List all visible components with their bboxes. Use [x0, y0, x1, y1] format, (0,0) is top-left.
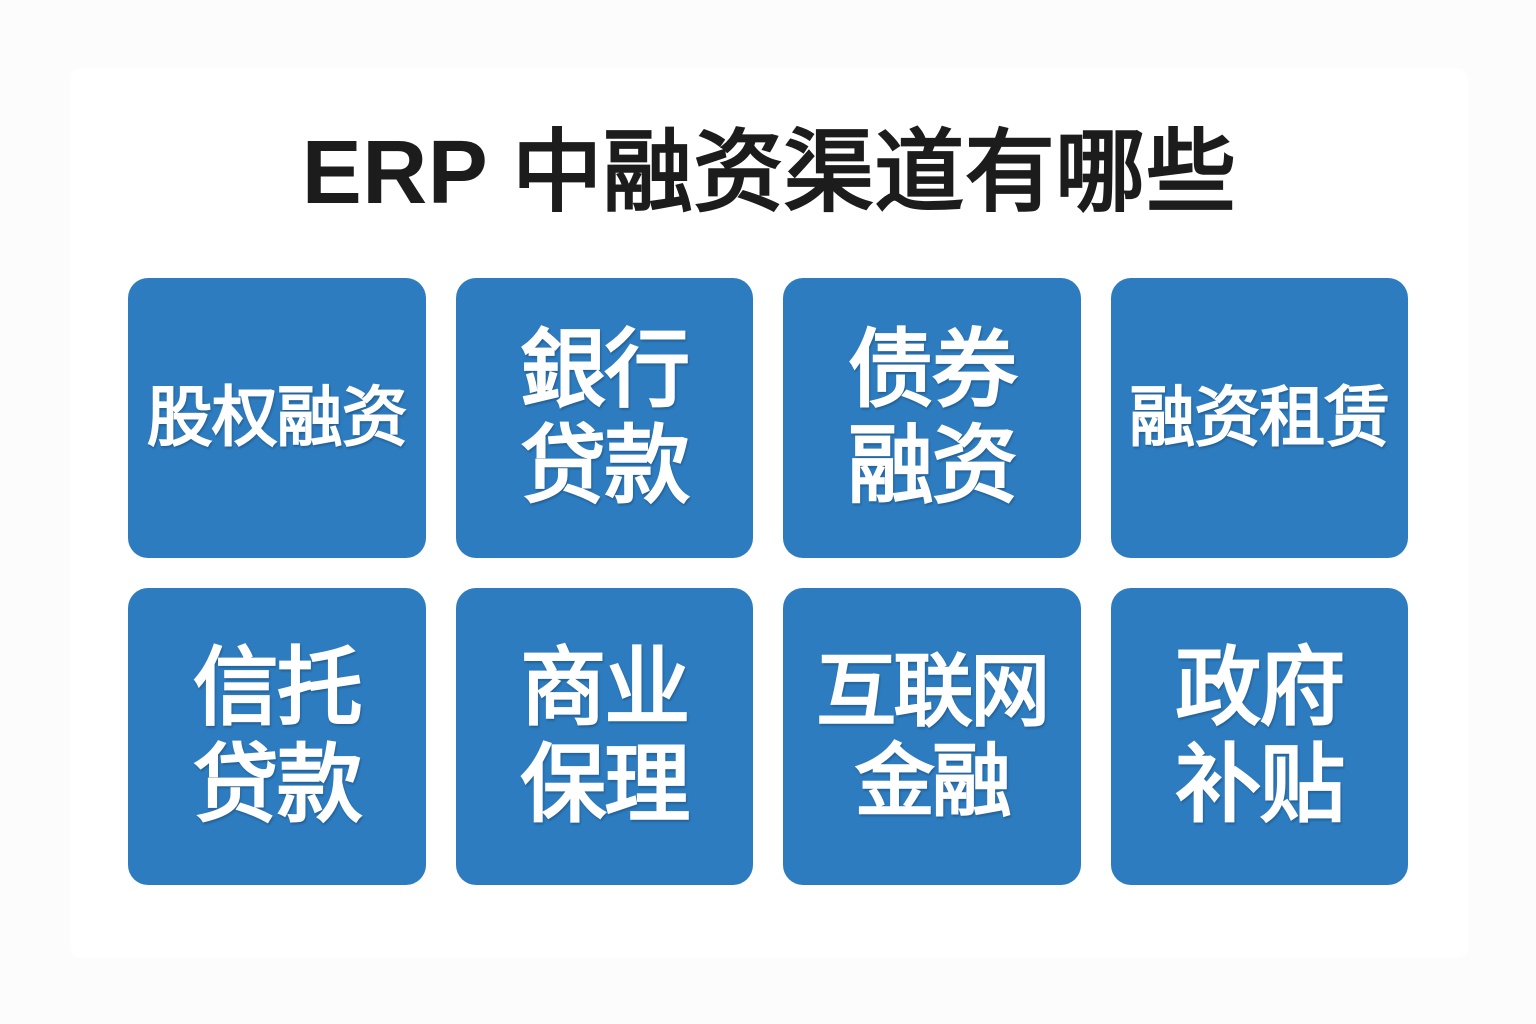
page-title: ERP 中融资渠道有哪些 [301, 123, 1237, 223]
channel-tile-4[interactable]: 融资租赁 [1110, 278, 1408, 558]
channel-tile-1-label: 股权融资 [146, 380, 408, 455]
channel-tile-7-label: 互联网 金融 [816, 646, 1050, 826]
channel-tile-7[interactable]: 互联网 金融 [783, 588, 1081, 885]
channel-tile-6[interactable]: 商业 保理 [455, 588, 753, 885]
channel-tile-3[interactable]: 债券 融资 [783, 278, 1081, 558]
channel-tile-2[interactable]: 銀行 贷款 [455, 278, 753, 558]
channel-tile-1[interactable]: 股权融资 [128, 278, 426, 558]
channel-tile-6-label: 商业 保理 [520, 640, 690, 833]
financing-channel-grid: 股权融资 銀行 贷款 债券 融资 融资租赁 信托 贷款 商业 保理 互联网 金融 [128, 278, 1408, 885]
channel-tile-5[interactable]: 信托 贷款 [128, 588, 426, 885]
channel-tile-8[interactable]: 政府 补贴 [1110, 588, 1408, 885]
channel-tile-3-label: 债券 融资 [847, 321, 1018, 514]
content-card: ERP 中融资渠道有哪些 股权融资 銀行 贷款 债券 融资 融资租赁 信托 贷款… [70, 68, 1468, 958]
channel-tile-8-label: 政府 补贴 [1175, 640, 1345, 833]
channel-tile-5-label: 信托 贷款 [192, 640, 363, 833]
channel-tile-4-label: 融资租赁 [1129, 380, 1390, 455]
channel-tile-2-label: 銀行 贷款 [520, 321, 690, 514]
